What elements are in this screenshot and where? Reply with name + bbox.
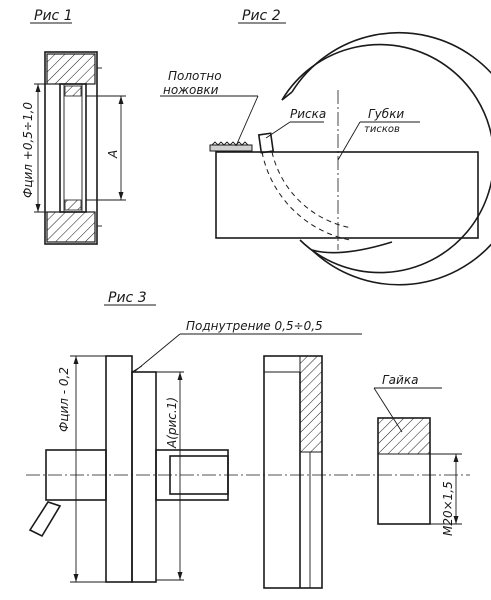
fig2-mark-label: Риска — [290, 107, 326, 121]
fig3-title: Рис 3 — [108, 290, 147, 306]
fig1-dim-a-label: А — [106, 150, 120, 159]
fig2-blade-label: Полотно — [168, 69, 222, 83]
figure-2: Рис 2 Полотно ножовки Риска Губки тиско — [160, 8, 491, 286]
fig2-blade-label-2: ножовки — [163, 83, 219, 97]
fig3-thread-label: М20×1,5 — [441, 481, 455, 536]
figure-1: Рис 1 Фцил +0,5÷1,0 А — [21, 8, 126, 245]
fig3-undercut-label: Поднутрение 0,5÷0,5 — [186, 319, 323, 333]
fig1-ring-section — [44, 51, 98, 245]
figure-3: Рис 3 Поднутрение 0,5÷0,5 Фцил - 0,2 — [26, 290, 470, 589]
fig2-vise-jaws — [215, 151, 479, 239]
fig3-diameter-label: Фцил - 0,2 — [57, 367, 71, 432]
fig2-jaws-label: Губки — [368, 107, 404, 121]
fig2-hacksaw-blade — [209, 144, 253, 152]
fig3-nut-label: Гайка — [382, 373, 418, 387]
fig2-jaws-label-2: тисков — [364, 124, 400, 135]
fig2-ring — [291, 31, 491, 286]
fig1-title: Рис 1 — [34, 8, 73, 24]
fig3-main-disc — [105, 355, 133, 583]
fig1-diameter-label: Фцил +0,5÷1,0 — [21, 102, 35, 198]
fig3-sectioned-part — [263, 355, 323, 589]
fig3-dim-a-label: А(рис.1) — [165, 397, 179, 449]
fig2-title: Рис 2 — [242, 8, 281, 24]
